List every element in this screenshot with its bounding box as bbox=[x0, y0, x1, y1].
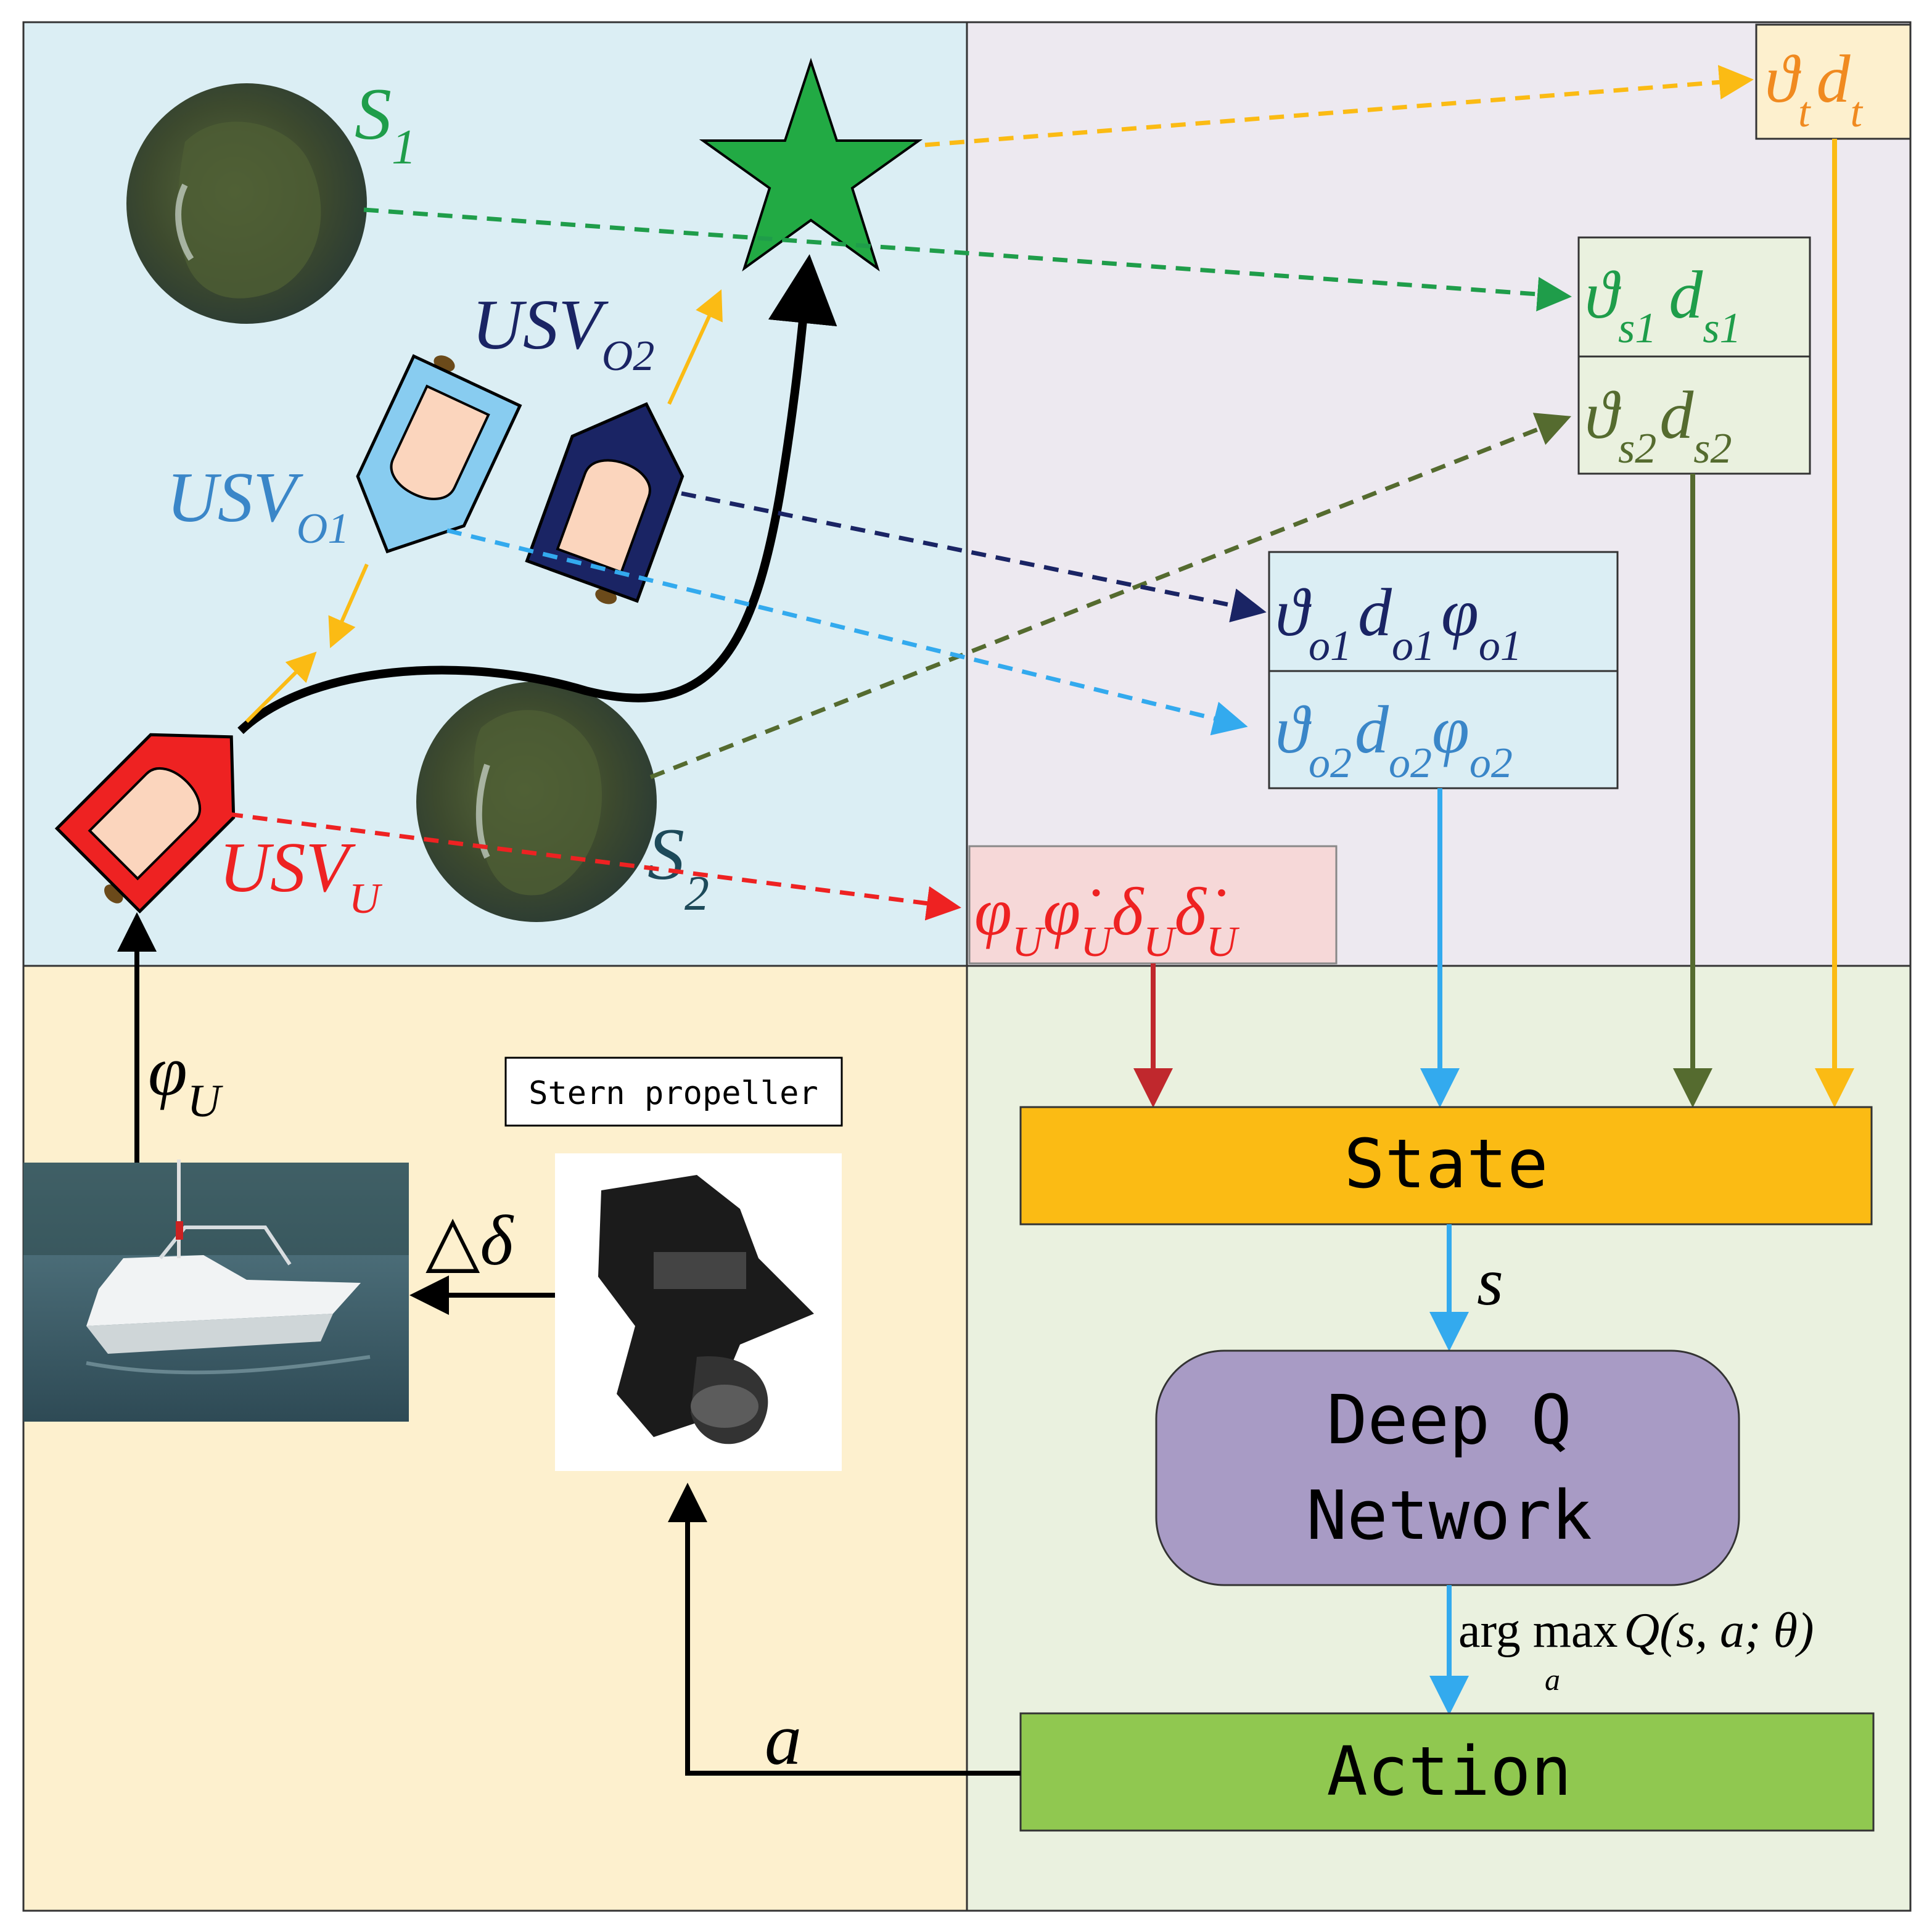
usv-o2-ship-icon bbox=[525, 402, 684, 604]
arrow-s2-state bbox=[649, 413, 1572, 780]
usv-o1-ship-icon bbox=[356, 354, 522, 554]
action-box bbox=[1019, 1712, 1875, 1832]
svg-text:ϑo1do1φo1: ϑo1do1φo1 bbox=[1275, 575, 1522, 670]
usv-heading-arrows bbox=[245, 289, 723, 723]
state-label: State bbox=[1344, 1124, 1548, 1203]
svg-text:ϑo2do2φo2: ϑo2do2φo2 bbox=[1275, 692, 1513, 787]
svg-text:ϑs2ds2: ϑs2ds2 bbox=[1585, 377, 1732, 472]
action-label: Action bbox=[1326, 1732, 1571, 1811]
state-box-o2: ϑo2do2φo2 bbox=[1268, 670, 1619, 789]
planned-trajectory bbox=[237, 254, 837, 735]
usv-boat-photo bbox=[23, 1160, 409, 1422]
usv-u-ship-icon bbox=[54, 733, 236, 914]
island-s1-label: S1 bbox=[355, 73, 416, 175]
target-star-icon bbox=[699, 57, 923, 272]
action-to-propeller-arrow bbox=[668, 1483, 1021, 1776]
state-box-target: ϑtdt bbox=[1755, 23, 1912, 140]
svg-text:ϑtdt: ϑtdt bbox=[1765, 41, 1863, 136]
state-box-s2: ϑs2ds2 bbox=[1577, 355, 1811, 475]
usv-u-label: USVU bbox=[219, 828, 383, 923]
arrow-target-state bbox=[924, 65, 1754, 147]
state-box-own: φUφ̇UδUδ̇U bbox=[968, 845, 1338, 966]
stern-propeller-label: Stern propeller bbox=[528, 1075, 818, 1112]
island-s1 bbox=[126, 83, 367, 324]
island-s2 bbox=[416, 682, 657, 922]
state-feed-arrows bbox=[1133, 139, 1854, 1108]
delta-label: △δ bbox=[425, 1201, 514, 1280]
usv-o2-label: USVO2 bbox=[472, 286, 654, 380]
network-label-line1: Deep Q bbox=[1326, 1380, 1571, 1459]
stern-propeller-image bbox=[555, 1153, 842, 1471]
state-box bbox=[1019, 1106, 1873, 1226]
state-extraction-arrows bbox=[228, 65, 1754, 921]
state-box-o1: ϑo1do1φo1 bbox=[1268, 551, 1619, 672]
action-arrow-label: a bbox=[765, 1698, 802, 1780]
argmax-subscript: a bbox=[1545, 1662, 1560, 1697]
usv-o1-label: USVO1 bbox=[166, 458, 349, 553]
arrow-o1-state bbox=[446, 528, 1248, 736]
arrow-s1-state bbox=[363, 207, 1572, 311]
heading-label: φU bbox=[148, 1032, 224, 1127]
network-label-line2: Network bbox=[1306, 1476, 1592, 1555]
panel-borders bbox=[22, 21, 1912, 1912]
stern-propeller-label-box bbox=[504, 1057, 843, 1127]
state-vector-label: s bbox=[1477, 1244, 1503, 1319]
